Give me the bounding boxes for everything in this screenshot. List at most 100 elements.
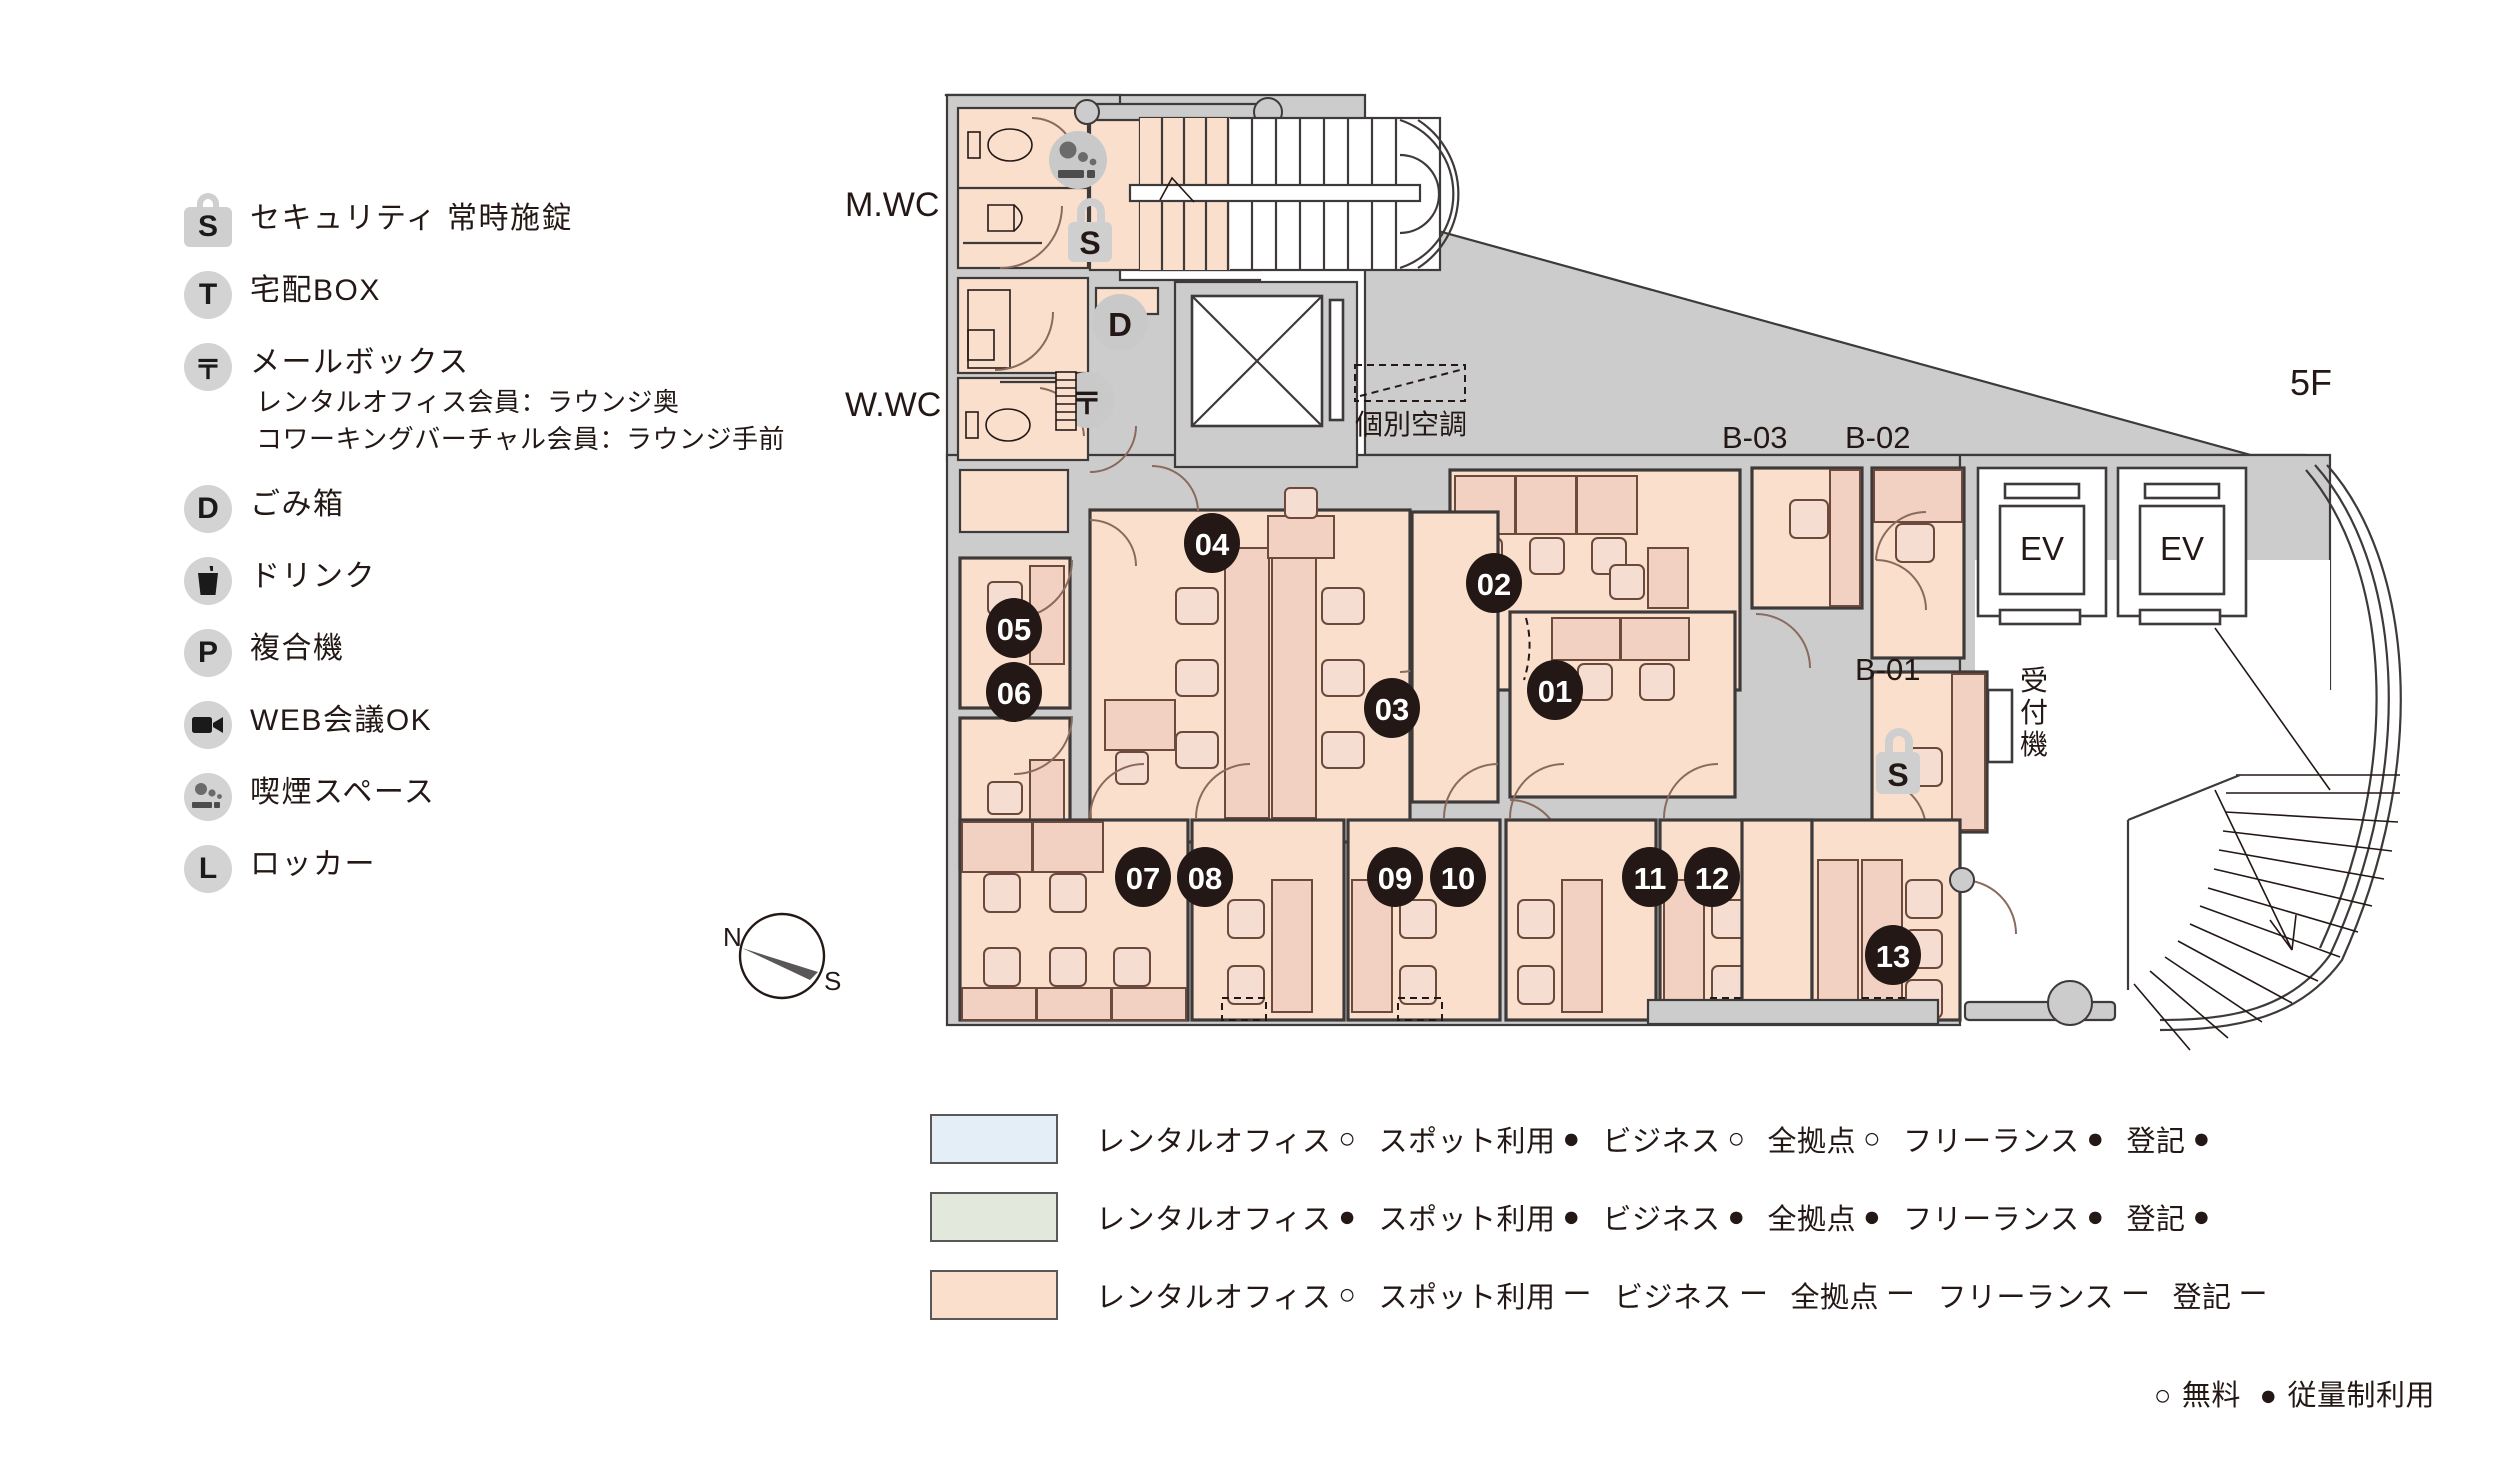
room-badge-03: 03: [1364, 678, 1420, 738]
plan-cell-freelance-peach: フリーランス ー: [1937, 1278, 2151, 1314]
legend-label-trash: ごみ箱: [250, 487, 345, 521]
room-badge-12: 12: [1684, 847, 1740, 907]
room-number-badges: 04 02 01 03 05 06 07 08 09 10 11 12 13: [986, 513, 1921, 985]
footnote-free-mark: ○: [2153, 1380, 2172, 1412]
room-badge-01: 01: [1527, 660, 1583, 720]
shaft: [1094, 280, 1359, 469]
svg-text:付: 付: [2020, 697, 2048, 728]
svg-text:02: 02: [1477, 567, 1511, 602]
legend-label-web-meeting: WEB会議OK: [250, 703, 433, 737]
hvac-label: 個別空調: [1355, 409, 1467, 440]
lock-icon: S: [178, 193, 238, 251]
plan-legend-footnote: ○無料 ●従量制利用: [2144, 1372, 2435, 1414]
room-12: [1740, 818, 1814, 1022]
legend-label-delivery-box: 宅配BOX: [250, 274, 381, 307]
printer-icon-glyph: P: [184, 628, 232, 677]
legend-item-delivery-box: T 宅配BOX: [178, 267, 838, 323]
svg-text:09: 09: [1378, 861, 1412, 896]
booth-B03: [1750, 466, 1864, 669]
locker-icon: L: [178, 841, 238, 897]
legend-sub-mailbox-coworking: コワーキングバーチャル会員：ラウンジ手前: [256, 424, 785, 455]
plan-cell-registration-green: 登記 ●: [2126, 1200, 2211, 1236]
delivery-box-icon-glyph: T: [184, 271, 232, 319]
plan-cell-spot-blue: スポット利用 ●: [1378, 1122, 1581, 1158]
label-mens-wc: M.WC: [845, 186, 939, 224]
legend-label-printer: 複合機: [250, 631, 345, 665]
printer-icon: P: [178, 625, 238, 681]
plan-cell-registration-blue: 登記 ●: [2126, 1122, 2211, 1158]
mailbox-icon-glyph: 〒: [184, 343, 232, 391]
booth-label-B02: B-02: [1845, 420, 1910, 455]
booth-B02: [1870, 466, 1966, 660]
svg-text:12: 12: [1695, 861, 1729, 896]
legend-item-printer: P 複合機: [178, 625, 838, 681]
svg-text:05: 05: [997, 612, 1031, 647]
footnote-metered-label: 従量制利用: [2287, 1380, 2435, 1412]
trash-icon-glyph: D: [184, 484, 232, 533]
room-badge-11: 11: [1622, 847, 1678, 907]
svg-text:07: 07: [1126, 861, 1160, 896]
room-badge-04: 04: [1184, 513, 1240, 573]
video-camera-icon: [178, 697, 238, 753]
room-badge-06: 06: [986, 662, 1042, 722]
plan-legend-row-peach: レンタルオフィス ○ スポット利用 ー ビジネス ー 全拠点 ー フリーランス …: [930, 1256, 2410, 1334]
svg-text:03: 03: [1375, 692, 1409, 727]
legend-item-mailbox: 〒 メールボックス レンタルオフィス会員：ラウンジ奥 コワーキングバーチャル会員…: [178, 339, 838, 459]
legend-label-drink: ドリンク: [250, 559, 376, 593]
left-rooms: [958, 468, 1073, 870]
plan-cell-business-peach: ビジネス ー: [1613, 1278, 1769, 1314]
legend-item-security: S セキュリティ 常時施錠: [178, 193, 838, 251]
smoking-icon-glyph: [192, 782, 222, 808]
room-badge-09: 09: [1367, 847, 1423, 907]
legend-label-security: セキュリティ 常時施錠: [250, 202, 574, 235]
room-02: [1448, 468, 1742, 692]
elevator-1: EV: [1976, 466, 2108, 626]
stairs-top: [1128, 116, 1460, 272]
room-08: [1190, 763, 1346, 1022]
plan-security-lock-stair-icon: S: [1068, 198, 1112, 262]
plan-legend: レンタルオフィス ○ スポット利用 ● ビジネス ○ 全拠点 ○ フリーランス …: [930, 1100, 2410, 1334]
elevator-label-1: EV: [2020, 530, 2064, 567]
locker-icon-glyph: L: [184, 844, 232, 893]
svg-text:S: S: [1079, 225, 1100, 261]
hvac-marker: 個別空調: [1354, 364, 1467, 440]
svg-text:S: S: [1887, 757, 1908, 793]
plan-legend-row-green: レンタルオフィス ● スポット利用 ● ビジネス ● 全拠点 ● フリーランス …: [930, 1178, 2410, 1256]
legend-item-web-meeting: WEB会議OK: [178, 697, 838, 753]
legend-item-smoking: 喫煙スペース: [178, 769, 838, 825]
room-01: [1399, 610, 1737, 853]
video-camera-icon-glyph: [192, 716, 223, 733]
reception-machine: [1986, 688, 2014, 764]
svg-text:08: 08: [1188, 861, 1222, 896]
restroom-block: [956, 106, 1090, 462]
svg-text:01: 01: [1538, 674, 1572, 709]
room-09: [1346, 763, 1502, 1022]
plan-cell-rental-blue: レンタルオフィス ○: [1096, 1122, 1357, 1158]
legend-item-locker: L ロッカー: [178, 841, 838, 897]
smoking-icon: [178, 769, 238, 825]
room-07: [958, 763, 1190, 1022]
svg-text:受: 受: [2020, 665, 2048, 696]
room-badge-05: 05: [986, 598, 1042, 658]
compass-rose: N S: [718, 898, 848, 1018]
plan-swatch-blue: [930, 1114, 1058, 1164]
room-badge-08: 08: [1177, 847, 1233, 907]
legend-label-smoking: 喫煙スペース: [250, 775, 436, 809]
plan-cell-allsites-blue: 全拠点 ○: [1767, 1122, 1882, 1158]
room-badge-13: 13: [1865, 925, 1921, 985]
plan-cell-allsites-peach: 全拠点 ー: [1790, 1278, 1916, 1314]
room-badge-02: 02: [1466, 553, 1522, 613]
footnote-free-label: 無料: [2181, 1380, 2241, 1412]
svg-text:13: 13: [1876, 939, 1910, 974]
plan-cell-spot-peach: スポット利用 ー: [1378, 1278, 1592, 1314]
plan-cell-business-blue: ビジネス ○: [1602, 1122, 1746, 1158]
room-badge-07: 07: [1115, 847, 1171, 907]
svg-text:04: 04: [1195, 527, 1230, 562]
elevator-2: EV: [2116, 466, 2248, 626]
svg-text:11: 11: [1634, 861, 1667, 896]
room-badge-10: 10: [1430, 847, 1486, 907]
booth-label-B03: B-03: [1722, 420, 1787, 455]
plan-security-lock-entry-icon: S: [1876, 728, 1920, 794]
mailbox-slots: [1055, 371, 1077, 431]
room-04: [1088, 425, 1412, 844]
